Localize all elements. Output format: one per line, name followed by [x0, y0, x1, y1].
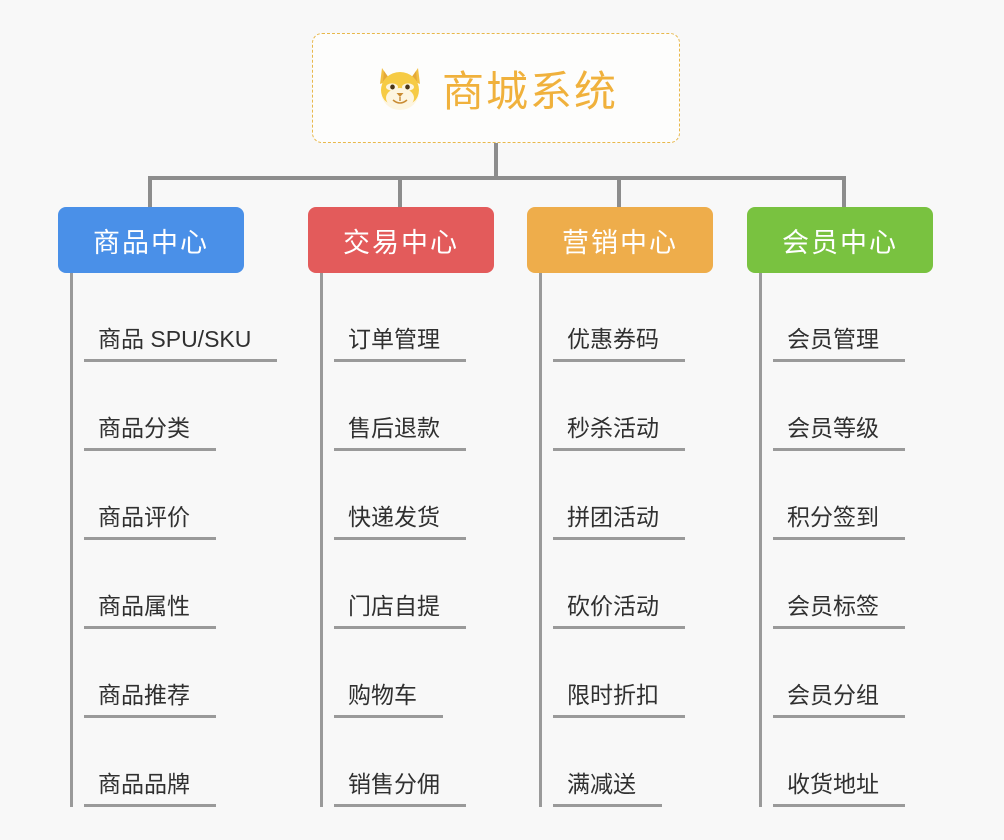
- connector-drop-2: [617, 176, 621, 208]
- category-header-1[interactable]: 交易中心: [308, 207, 494, 273]
- leaf-list-1: 订单管理 售后退款 快递发货 门店自提 购物车 销售分佣: [308, 273, 494, 807]
- leaf-label: 秒杀活动: [553, 415, 685, 451]
- leaf-item[interactable]: 拼团活动: [527, 451, 713, 540]
- leaf-trunk-0: [70, 273, 73, 807]
- leaf-label: 会员标签: [773, 593, 905, 629]
- root-title: 商城系统: [441, 67, 618, 115]
- leaf-item[interactable]: 积分签到: [747, 451, 933, 540]
- leaf-item[interactable]: 限时折扣: [527, 629, 713, 718]
- leaf-label: 积分签到: [773, 504, 905, 540]
- leaf-item[interactable]: 优惠券码: [527, 273, 713, 362]
- leaf-item[interactable]: 售后退款: [308, 362, 494, 451]
- category-header-2[interactable]: 营销中心: [527, 207, 713, 273]
- leaf-item[interactable]: 会员等级: [747, 362, 933, 451]
- leaf-label: 砍价活动: [553, 593, 685, 629]
- leaf-label: 会员等级: [773, 415, 905, 451]
- leaf-label: 商品分类: [84, 415, 216, 451]
- leaf-label: 商品评价: [84, 504, 216, 540]
- category-header-0[interactable]: 商品中心: [58, 207, 244, 273]
- leaf-label: 快递发货: [334, 504, 466, 540]
- root-node[interactable]: 商城系统: [312, 33, 680, 143]
- leaf-label: 优惠券码: [553, 326, 685, 362]
- leaf-item[interactable]: 会员管理: [747, 273, 933, 362]
- leaf-trunk-1: [320, 273, 323, 807]
- connector-drop-3: [842, 176, 846, 208]
- connector-drop-1: [398, 176, 402, 208]
- leaf-label: 订单管理: [334, 326, 466, 362]
- category-header-label: 营销中心: [562, 227, 678, 258]
- leaf-item[interactable]: 满减送: [527, 718, 713, 807]
- leaf-label: 售后退款: [334, 415, 466, 451]
- leaf-label: 限时折扣: [553, 682, 685, 718]
- leaf-list-2: 优惠券码 秒杀活动 拼团活动 砍价活动 限时折扣 满减送: [527, 273, 713, 807]
- leaf-label: 商品 SPU/SKU: [84, 326, 278, 362]
- category-column-1: 交易中心 订单管理 售后退款 快递发货 门店自提 购物车 销售分佣: [308, 207, 494, 807]
- leaf-item[interactable]: 会员分组: [747, 629, 933, 718]
- category-header-label: 商品中心: [93, 227, 209, 258]
- connector-bus: [148, 176, 846, 180]
- category-header-label: 会员中心: [782, 227, 898, 258]
- leaf-label: 销售分佣: [334, 771, 466, 807]
- connector-drop-0: [148, 176, 152, 208]
- category-column-3: 会员中心 会员管理 会员等级 积分签到 会员标签 会员分组 收货地址: [747, 207, 933, 807]
- leaf-item[interactable]: 会员标签: [747, 540, 933, 629]
- leaf-label: 商品品牌: [84, 771, 216, 807]
- leaf-item[interactable]: 砍价活动: [527, 540, 713, 629]
- leaf-item[interactable]: 订单管理: [308, 273, 494, 362]
- leaf-label: 拼团活动: [553, 504, 685, 540]
- leaf-label: 商品属性: [84, 593, 216, 629]
- category-header-label: 交易中心: [343, 227, 459, 258]
- leaf-item[interactable]: 购物车: [308, 629, 494, 718]
- leaf-item[interactable]: 商品 SPU/SKU: [58, 273, 278, 362]
- leaf-label: 收货地址: [773, 771, 905, 807]
- leaf-list-0: 商品 SPU/SKU 商品分类 商品评价 商品属性 商品推荐 商品品牌: [58, 273, 278, 807]
- leaf-label: 会员管理: [773, 326, 905, 362]
- leaf-item[interactable]: 快递发货: [308, 451, 494, 540]
- leaf-trunk-3: [759, 273, 762, 807]
- leaf-label: 门店自提: [334, 593, 466, 629]
- leaf-item[interactable]: 商品属性: [58, 540, 244, 629]
- connector-root-stem: [494, 143, 498, 179]
- leaf-label: 会员分组: [773, 682, 905, 718]
- leaf-item[interactable]: 商品品牌: [58, 718, 244, 807]
- leaf-list-3: 会员管理 会员等级 积分签到 会员标签 会员分组 收货地址: [747, 273, 933, 807]
- category-header-3[interactable]: 会员中心: [747, 207, 933, 273]
- leaf-label: 商品推荐: [84, 682, 216, 718]
- leaf-item[interactable]: 门店自提: [308, 540, 494, 629]
- leaf-trunk-2: [539, 273, 542, 807]
- leaf-label: 满减送: [553, 771, 662, 807]
- leaf-item[interactable]: 商品分类: [58, 362, 244, 451]
- leaf-item[interactable]: 商品推荐: [58, 629, 244, 718]
- leaf-item[interactable]: 商品评价: [58, 451, 244, 540]
- category-column-2: 营销中心 优惠券码 秒杀活动 拼团活动 砍价活动 限时折扣 满减送: [527, 207, 713, 807]
- leaf-label: 购物车: [334, 682, 443, 718]
- category-column-0: 商品中心 商品 SPU/SKU 商品分类 商品评价 商品属性 商品推荐 商品品牌: [58, 207, 278, 807]
- leaf-item[interactable]: 收货地址: [747, 718, 933, 807]
- shiba-dog-face-icon: [374, 62, 426, 114]
- leaf-item[interactable]: 秒杀活动: [527, 362, 713, 451]
- leaf-item[interactable]: 销售分佣: [308, 718, 494, 807]
